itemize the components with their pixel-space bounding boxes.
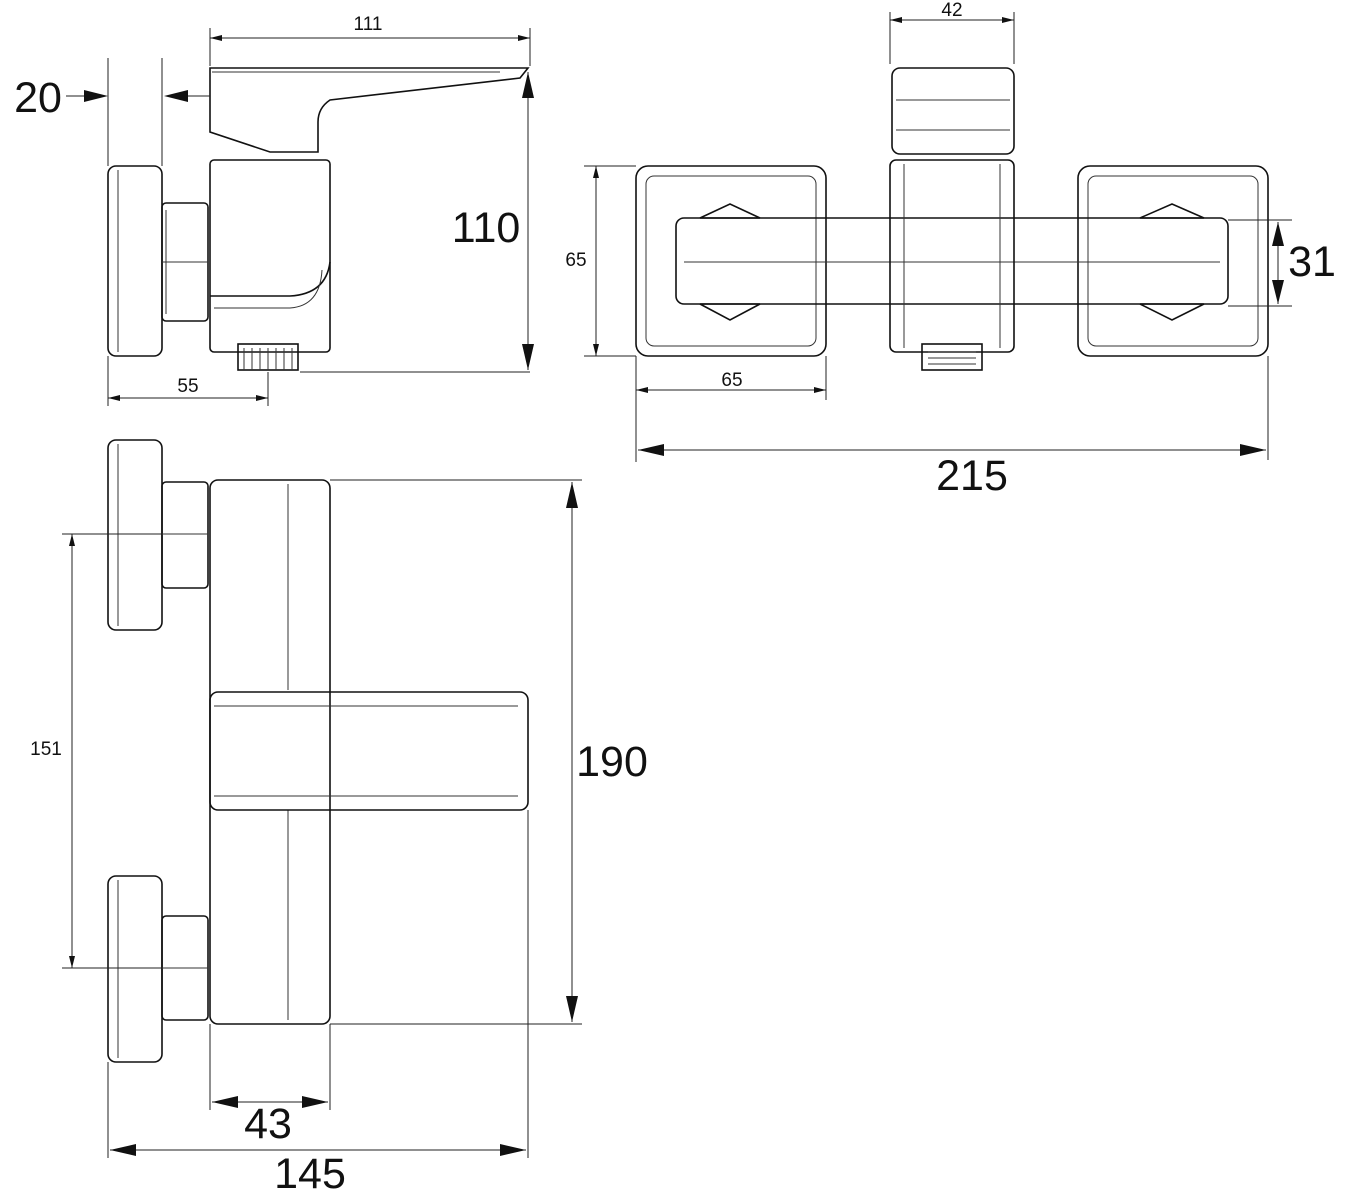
dim-front-height: 190 (576, 738, 648, 786)
front-view: 151 190 43 145 (30, 439, 648, 1198)
dim-top-spout-width: 42 (941, 0, 962, 21)
side-view: 111 20 110 55 (14, 14, 534, 406)
front-upper-flange (107, 439, 163, 631)
front-upper-nut (161, 481, 209, 589)
top-right-nut-upper (1139, 203, 1205, 219)
top-left-nut-lower (699, 303, 761, 321)
dim-top-flange-height: 65 (565, 250, 586, 271)
dim-top-body-height: 31 (1288, 238, 1336, 286)
side-wall-flange (107, 165, 163, 357)
dim-front-total-depth: 145 (274, 1150, 346, 1195)
dim-front-body-width: 43 (244, 1100, 292, 1148)
dim-front-inlet-spacing: 151 (30, 739, 62, 760)
top-left-nut-upper (699, 203, 761, 219)
dim-side-height: 110 (452, 204, 521, 252)
top-right-flange (1077, 165, 1269, 357)
top-body-bar (675, 217, 1229, 305)
top-central-column (889, 159, 1015, 353)
top-outlet-thread (921, 343, 983, 371)
dim-side-depth: 20 (14, 74, 62, 122)
front-lever (209, 691, 529, 811)
side-body (209, 159, 331, 353)
side-lever-handle (209, 67, 530, 153)
top-lever (891, 67, 1015, 155)
front-lower-flange (107, 875, 163, 1063)
front-vertical-body (209, 479, 331, 1025)
dim-top-flange-width: 65 (721, 370, 742, 391)
top-view: 42 65 65 31 215 (565, 0, 1335, 500)
top-right-nut-lower (1139, 303, 1205, 321)
dim-side-outlet-offset: 55 (177, 376, 198, 397)
dim-top-total-width: 215 (936, 452, 1008, 500)
top-left-flange (635, 165, 827, 357)
dim-side-width: 111 (354, 14, 383, 35)
